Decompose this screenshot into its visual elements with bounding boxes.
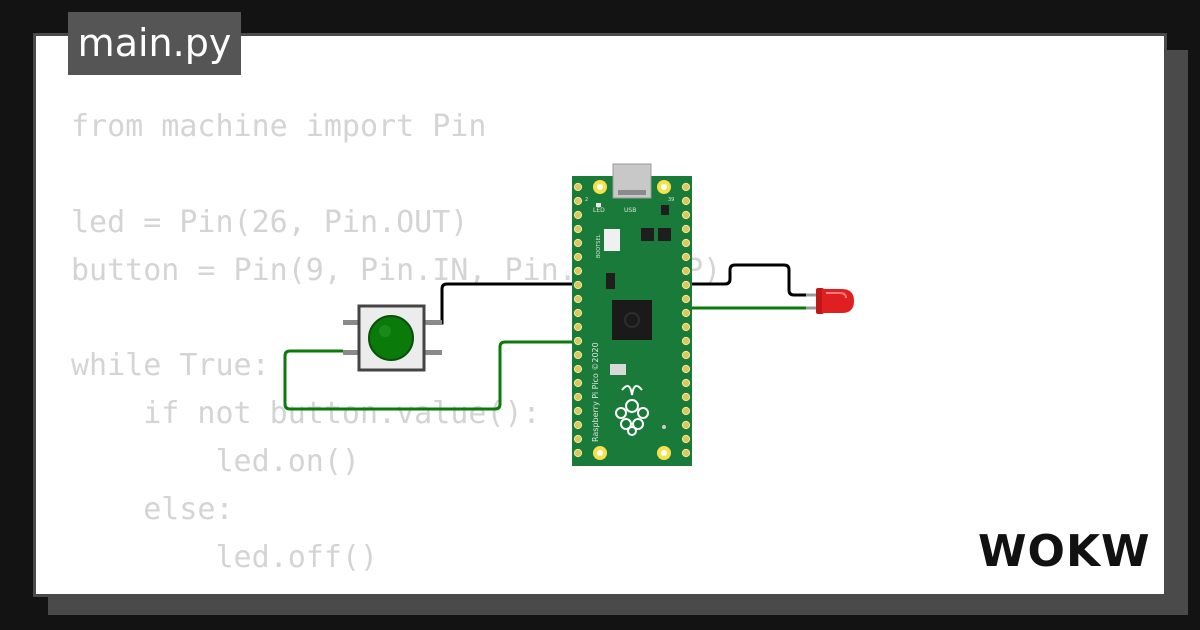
pico-board[interactable]: LED USB 2 39 BOOTSEL Raspberry Pi Pico ©…	[572, 163, 692, 466]
header-pin[interactable]	[681, 420, 691, 430]
header-pin[interactable]	[573, 350, 583, 360]
code-line: led = Pin(26, Pin.OUT)	[71, 204, 469, 240]
onboard-led	[596, 203, 601, 207]
file-tab[interactable]: main.py	[68, 12, 241, 75]
header-pin[interactable]	[681, 392, 691, 402]
header-pin[interactable]	[681, 406, 691, 416]
header-pin[interactable]	[573, 266, 583, 276]
wire-led-gnd[interactable]	[680, 263, 818, 297]
header-pin[interactable]	[573, 224, 583, 234]
header-pin[interactable]	[681, 238, 691, 248]
header-pin[interactable]	[681, 196, 691, 206]
header-pin[interactable]	[573, 336, 583, 346]
header-pin[interactable]	[681, 182, 691, 192]
header-pin[interactable]	[573, 322, 583, 332]
wokwi-logo: WOKWi	[978, 526, 1152, 576]
code-line: if not button.value():	[71, 396, 541, 432]
board-pins	[573, 182, 691, 458]
raspberry-logo-icon	[615, 385, 649, 436]
pushbutton[interactable]	[343, 304, 442, 372]
header-pin[interactable]	[573, 210, 583, 220]
button-lead	[343, 350, 361, 355]
header-pin[interactable]	[681, 224, 691, 234]
header-pin[interactable]	[681, 280, 691, 290]
rp2040-chip	[612, 300, 652, 340]
code-line: led.on()	[71, 444, 360, 480]
red-led[interactable]	[806, 288, 854, 314]
button-lead	[343, 320, 361, 325]
header-pin[interactable]	[681, 252, 691, 262]
header-pin[interactable]	[681, 294, 691, 304]
silk-bootsel-label: BOOTSEL	[596, 234, 602, 258]
button-cap-highlight	[379, 325, 391, 337]
pin-number-label: 39	[668, 197, 674, 203]
crystal	[610, 364, 626, 375]
bootsel-button[interactable]	[604, 229, 620, 251]
header-pin[interactable]	[573, 182, 583, 192]
code-line: from machine import Pin	[71, 109, 487, 144]
header-pin[interactable]	[681, 378, 691, 388]
header-pin[interactable]	[573, 364, 583, 374]
header-pin[interactable]	[573, 378, 583, 388]
header-pin[interactable]	[681, 434, 691, 444]
code-line: while True:	[71, 348, 270, 384]
chip-small	[606, 273, 615, 289]
header-pin[interactable]	[573, 392, 583, 402]
button-lead	[424, 350, 442, 355]
pin-number-label: 2	[585, 197, 588, 203]
header-pin[interactable]	[573, 434, 583, 444]
header-pin[interactable]	[573, 448, 583, 458]
header-pin[interactable]	[681, 266, 691, 276]
code-preview: from machine import Pin led = Pin(26, Pin…	[71, 103, 721, 582]
button-cap[interactable]	[368, 315, 414, 361]
header-pin[interactable]	[681, 308, 691, 318]
header-pin[interactable]	[573, 406, 583, 416]
header-pin[interactable]	[681, 448, 691, 458]
wire-button-signal[interactable]	[283, 340, 584, 411]
code-line: else:	[71, 492, 234, 528]
header-pin[interactable]	[681, 322, 691, 332]
header-pin[interactable]	[681, 336, 691, 346]
header-pin[interactable]	[573, 420, 583, 430]
chip-small	[661, 205, 669, 215]
header-pin[interactable]	[573, 308, 583, 318]
button-lead	[424, 320, 442, 325]
header-pin[interactable]	[573, 280, 583, 290]
header-pin[interactable]	[573, 294, 583, 304]
silk-board-name: Raspberry Pi Pico ©2020	[591, 342, 600, 442]
wire-button-gnd[interactable]	[428, 282, 584, 325]
chip-small	[641, 228, 654, 241]
code-line: led.off()	[71, 540, 379, 576]
silk-led-label: LED	[593, 207, 605, 214]
header-pin[interactable]	[681, 350, 691, 360]
header-pin[interactable]	[573, 252, 583, 262]
silk-usb-label: USB	[624, 207, 636, 214]
header-pin[interactable]	[681, 364, 691, 374]
header-pin[interactable]	[573, 238, 583, 248]
chip-small	[658, 228, 671, 241]
header-pin[interactable]	[573, 196, 583, 206]
logo-text: WOKWi	[978, 526, 1152, 576]
header-pin[interactable]	[681, 210, 691, 220]
